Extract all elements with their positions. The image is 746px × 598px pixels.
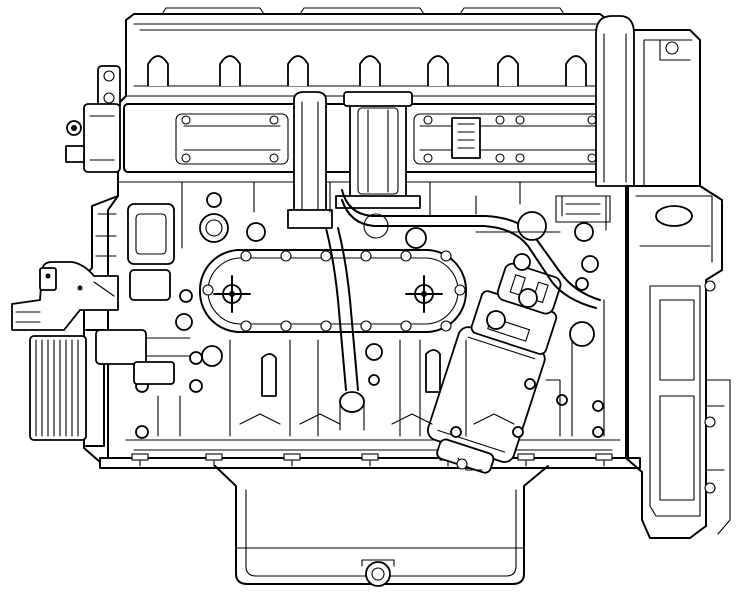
breather-pipe bbox=[287, 91, 333, 229]
valve-cover-bosses bbox=[147, 55, 587, 86]
dipstick-tube bbox=[325, 227, 365, 431]
valve-cover bbox=[125, 7, 609, 97]
crosshair-left bbox=[213, 275, 251, 313]
crank-pulley bbox=[29, 329, 105, 447]
coolant-outlet bbox=[11, 261, 119, 331]
oil-filter bbox=[426, 253, 562, 474]
manifold-bolts bbox=[181, 115, 597, 163]
flywheel-housing bbox=[595, 15, 731, 539]
front-cover bbox=[65, 65, 121, 463]
block-details bbox=[95, 181, 611, 439]
oil-pan bbox=[214, 465, 549, 587]
side-cover-plate bbox=[199, 249, 467, 333]
pan-rail-bolts bbox=[131, 453, 613, 467]
fuel-filter-housing bbox=[335, 91, 421, 239]
crosshair-right bbox=[405, 275, 443, 313]
cover-plate-bolts bbox=[202, 250, 466, 332]
